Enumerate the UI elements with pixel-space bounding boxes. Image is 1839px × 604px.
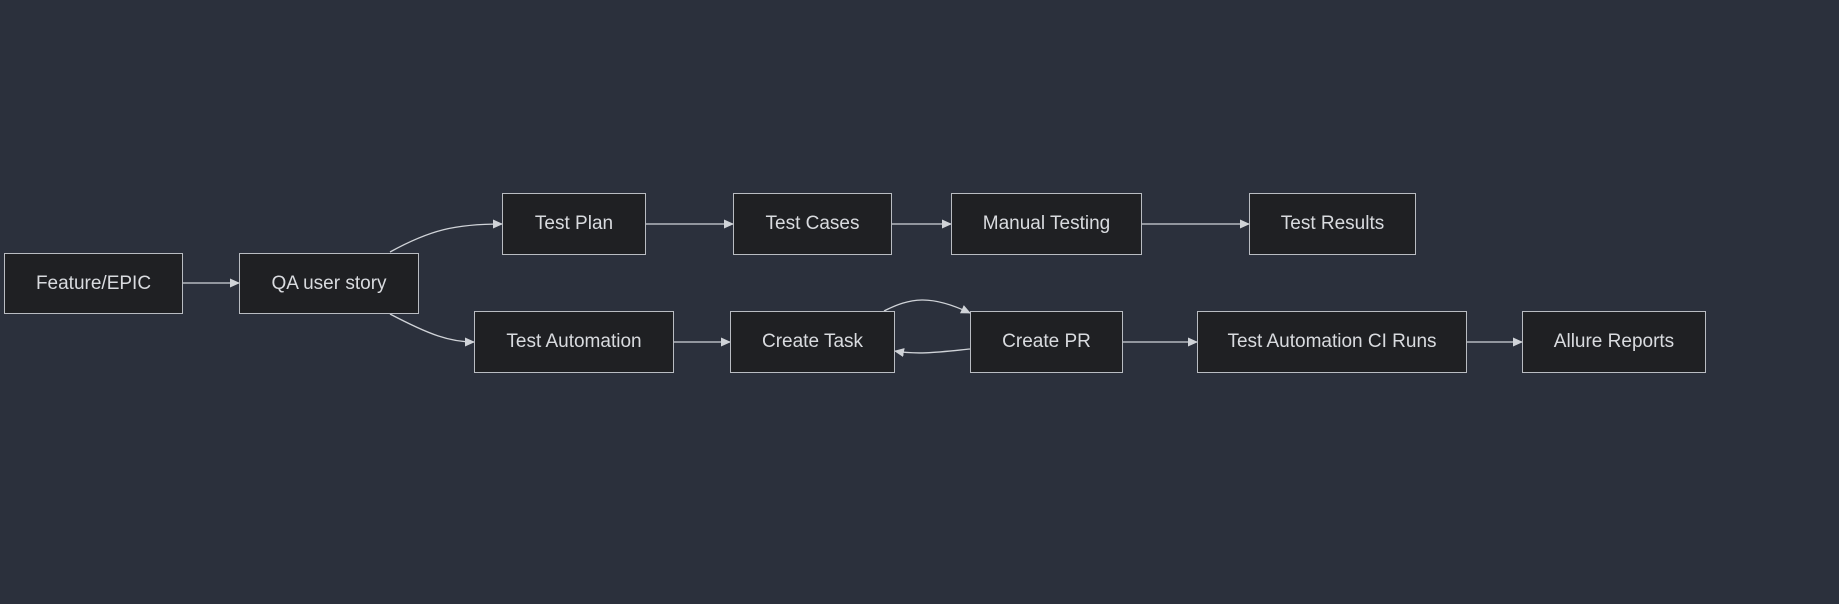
node-allure-reports: Allure Reports bbox=[1522, 311, 1706, 373]
node-test-automation-ci-runs: Test Automation CI Runs bbox=[1197, 311, 1467, 373]
node-test-plan: Test Plan bbox=[502, 193, 646, 255]
node-test-results: Test Results bbox=[1249, 193, 1416, 255]
node-qa-user-story: QA user story bbox=[239, 253, 419, 314]
node-create-task: Create Task bbox=[730, 311, 895, 373]
edge-create-task-to-create-pr bbox=[883, 299, 971, 314]
node-test-cases: Test Cases bbox=[733, 193, 892, 255]
node-manual-testing: Manual Testing bbox=[951, 193, 1142, 255]
edge-qa-user-story-to-test-plan bbox=[389, 219, 503, 253]
node-create-pr: Create PR bbox=[970, 311, 1123, 373]
edge-create-pr-to-create-task bbox=[894, 348, 971, 357]
node-feature-epic: Feature/EPIC bbox=[4, 253, 183, 314]
edge-qa-user-story-to-test-automation bbox=[389, 313, 475, 347]
node-test-automation: Test Automation bbox=[474, 311, 674, 373]
